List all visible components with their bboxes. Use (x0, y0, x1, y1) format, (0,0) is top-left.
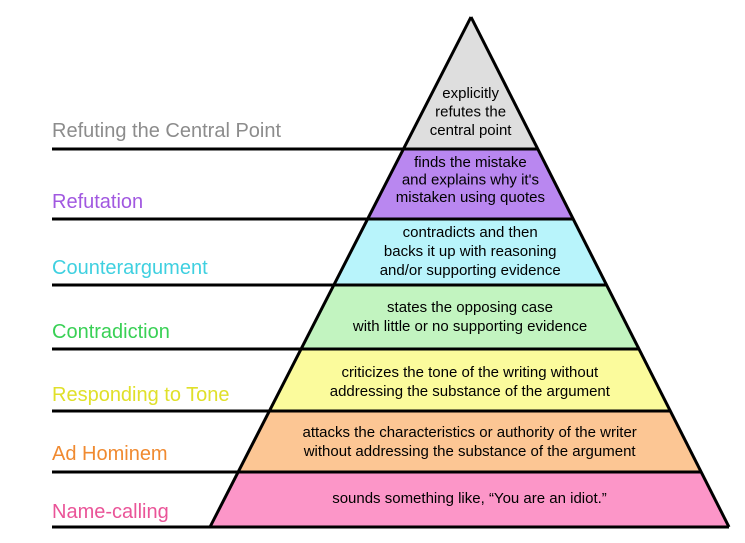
level-description-line: with little or no supporting evidence (352, 318, 587, 335)
level-description-line: and explains why it's (402, 172, 539, 189)
level-description-line: explicitly (442, 85, 499, 102)
level-description-line: attacks the characteristics or authority… (303, 424, 637, 441)
level-description-line: and/or supporting evidence (380, 262, 561, 279)
pyramid-level-2 (367, 149, 574, 219)
level-label: Refuting the Central Point (52, 120, 281, 142)
level-description-line: mistaken using quotes (396, 189, 545, 206)
level-label: Refutation (52, 191, 143, 213)
pyramid-level-3 (333, 219, 607, 285)
level-label: Contradiction (52, 321, 170, 343)
pyramid-left-edge (208, 16, 473, 528)
level-description-line: sounds something like, “You are an idiot… (332, 490, 607, 507)
pyramid-level-7 (210, 472, 729, 527)
level-description-line: criticizes the tone of the writing witho… (341, 364, 599, 381)
pyramid-level-5 (269, 349, 671, 411)
level-description-line: backs it up with reasoning (384, 243, 557, 260)
level-description-line: central point (430, 122, 513, 139)
pyramid-right-edge (469, 16, 731, 528)
level-description-line: finds the mistake (414, 154, 527, 171)
level-description-line: states the opposing case (387, 299, 553, 316)
level-label: Ad Hominem (52, 443, 168, 465)
level-label: Name-calling (52, 501, 169, 523)
pyramid-level-6 (238, 411, 702, 472)
level-description-line: without addressing the substance of the … (303, 443, 637, 460)
level-description-line: addressing the substance of the argument (330, 383, 611, 400)
pyramid-level-1 (403, 17, 538, 149)
level-description-line: contradicts and then (403, 224, 538, 241)
pyramid-level-4 (301, 285, 639, 349)
level-label: Responding to Tone (52, 384, 230, 406)
level-label: Counterargument (52, 257, 208, 279)
level-description-line: refutes the (435, 104, 506, 121)
